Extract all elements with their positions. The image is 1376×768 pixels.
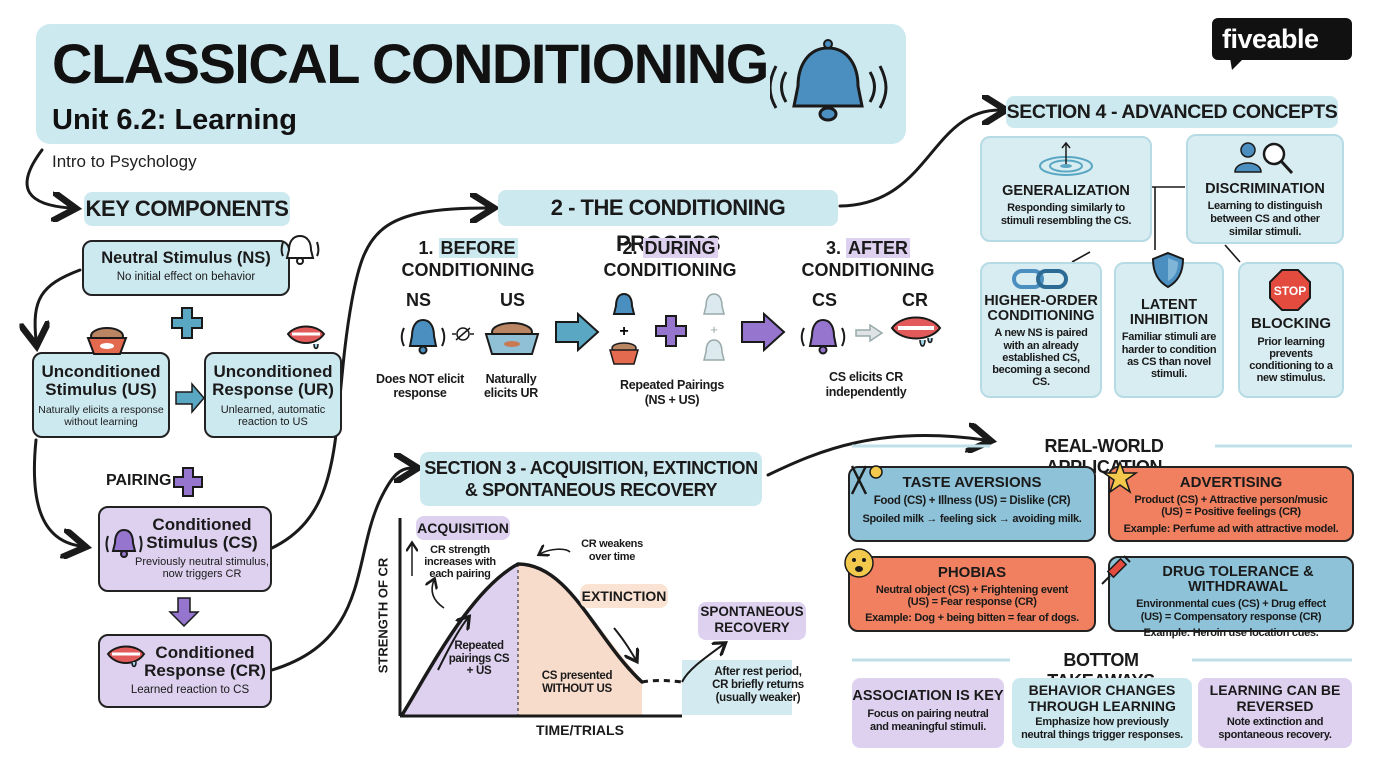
plus-icon-blue — [171, 307, 203, 339]
after-caption: CS elicits CR independently — [825, 370, 907, 399]
phobias-card: PHOBIAS Neutral object (CS) + Frightenin… — [848, 556, 1096, 632]
drug-tolerance-card: DRUG TOLERANCE & WITHDRAWAL Environmenta… — [1108, 556, 1354, 639]
key-components-heading: KEY COMPONENTS — [84, 192, 290, 226]
plus-icon-purple-2 — [655, 315, 687, 347]
course-label: Intro to Psychology — [52, 152, 197, 171]
acquisition-curve — [398, 518, 792, 718]
higher-order-card: HIGHER-ORDER CONDITIONING A new NS is pa… — [980, 262, 1102, 398]
drooling-mouth-icon — [286, 325, 326, 350]
before-stage-title: 1. BEFORE CONDITIONING — [401, 238, 535, 280]
spontaneous-label: SPONTANEOUS RECOVERY — [698, 602, 806, 640]
no-link-icon — [452, 327, 474, 341]
neutral-stimulus-card: Neutral Stimulus (NS) No initial effect … — [82, 240, 290, 296]
x-axis-label: TIME/TRIALS — [536, 722, 624, 738]
advertising-card: ADVERTISING Product (CS) + Attractive pe… — [1108, 466, 1354, 542]
y-axis-label: STRENGTH OF CR — [375, 557, 391, 674]
acquisition-label: ACQUISITION — [416, 516, 510, 540]
bell-icon — [770, 39, 888, 122]
section3-heading: SECTION 3 - ACQUISITION, EXTINCTION & SP… — [420, 452, 762, 506]
dog-bowl-icon — [484, 322, 540, 355]
brand-name: fiveable — [1222, 24, 1319, 54]
takeaway-behavior: BEHAVIOR CHANGES THROUGH LEARNING Emphas… — [1012, 678, 1192, 748]
title-banner — [36, 24, 906, 144]
discrimination-card: DISCRIMINATION Learning to distinguish b… — [1186, 134, 1344, 244]
acq-note: CR strength increases with each pairing — [424, 544, 496, 581]
pairing-label: PAIRING — [106, 472, 172, 489]
logo-tail-icon — [1230, 58, 1244, 70]
without-note: CS presented WITHOUT US — [541, 670, 613, 696]
during-stage-title: 2. DURING CONDITIONING — [603, 238, 737, 280]
purple-bell-icon — [105, 528, 143, 558]
svg-text:+: + — [619, 323, 628, 340]
acquisition-region — [402, 564, 518, 715]
unconditioned-response-card: Unconditioned Response (UR) Unlearned, a… — [204, 352, 342, 438]
syringe-icon — [1101, 555, 1131, 585]
extinction-label: EXTINCTION — [580, 584, 668, 608]
process-heading: 2 - THE CONDITIONING PROCESS — [498, 190, 838, 256]
before-ns-caption: Does NOT elicit response — [376, 372, 464, 401]
after-cs-label: CS — [812, 290, 838, 310]
blue-bell-icon — [400, 318, 446, 355]
fearful-face-icon — [844, 548, 874, 578]
food-bowl-icon — [86, 327, 128, 355]
unit-subtitle: Unit 6.2: Learning — [52, 104, 297, 136]
repeated-note: Repeated pairings CS + US — [448, 640, 510, 678]
purple-mouth-icon — [106, 645, 146, 668]
brand-logo — [1212, 18, 1352, 60]
recovery-region — [682, 660, 792, 715]
after-stage-title: 3. AFTER CONDITIONING — [801, 238, 935, 280]
takeaway-reversed: LEARNING CAN BE REVERSED Note extinction… — [1198, 678, 1352, 748]
before-ns-label: NS — [406, 290, 432, 310]
shield-icon — [1151, 251, 1185, 289]
after-mouth-icon — [890, 316, 942, 347]
grey-arrow-icon — [855, 324, 884, 342]
after-purple-bell-icon — [800, 318, 846, 355]
after-cr-label: CR — [902, 290, 928, 310]
during-caption: Repeated Pairings (NS + US) — [620, 378, 724, 407]
extinction-region — [518, 564, 642, 715]
before-us-label: US — [500, 290, 526, 310]
svg-text:+: + — [710, 322, 718, 337]
section4-heading: SECTION 4 - ADVANCED CONCEPTS — [1006, 96, 1338, 128]
plus-icon-purple — [173, 467, 203, 497]
chain-link-icon — [1012, 269, 1068, 289]
taste-aversions-card: TASTE AVERSIONS Food (CS) + Illness (US)… — [848, 466, 1096, 542]
fork-knife-icon — [850, 465, 883, 495]
after-rest-note: After rest period, CR briefly returns (u… — [712, 666, 804, 705]
small-bell-icon — [280, 234, 320, 265]
stop-sign-icon: STOP — [1269, 269, 1311, 311]
before-us-caption: Naturally elicits UR — [484, 372, 538, 401]
svg-text:STOP: STOP — [1274, 284, 1306, 298]
takeaway-association: ASSOCIATION IS KEY Focus on pairing neut… — [852, 678, 1004, 748]
weakens-note: CR weakens over time — [581, 538, 643, 563]
person-magnifier-icon — [1234, 142, 1294, 175]
star-icon — [1102, 460, 1138, 494]
faded-bells-icon: + — [703, 293, 725, 361]
ripple-icon — [1039, 141, 1093, 176]
page-title: CLASSICAL CONDITIONING — [52, 32, 769, 95]
unconditioned-stimulus-card: Unconditioned Stimulus (US) Naturally el… — [32, 352, 170, 438]
paired-bell-bowl-icon: + — [609, 292, 639, 365]
